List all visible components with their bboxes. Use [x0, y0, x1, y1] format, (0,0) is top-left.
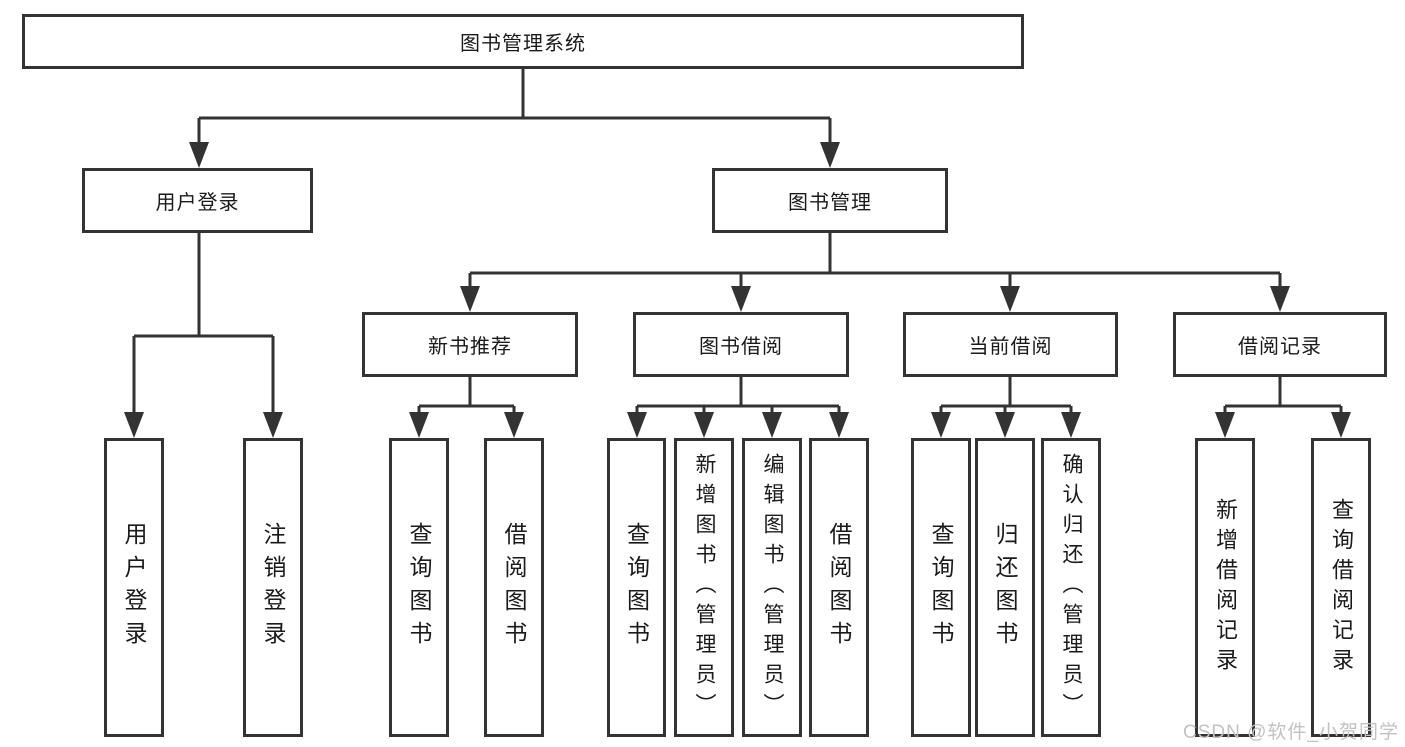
leaf-query-books-recommendation: 查询图书	[389, 438, 449, 737]
connector-book-borrow-to-leaves	[627, 377, 849, 438]
leaf-borrow-books-recommendation: 借阅图书	[484, 438, 544, 737]
connector-user-login-to-leaves	[124, 233, 283, 438]
connector-book-management-to-level3	[460, 233, 1290, 312]
node-book-management: 图书管理	[712, 168, 948, 233]
leaf-add-borrow-record: 新增借阅记录	[1195, 438, 1255, 737]
node-root-library-management-system: 图书管理系统	[22, 14, 1024, 69]
connector-root-to-level2	[189, 69, 840, 168]
csdn-watermark: CSDN @软件_小贺同学	[1183, 722, 1399, 743]
leaf-return-books: 归还图书	[975, 438, 1035, 737]
node-user-login: 用户登录	[82, 168, 313, 233]
leaf-add-books-admin: 新增图书（管理员）	[674, 438, 734, 737]
leaf-borrow-books: 借阅图书	[809, 438, 869, 737]
connector-new-book-rec-to-leaves	[409, 377, 524, 438]
leaf-confirm-return-admin: 确认归还（管理员）	[1041, 438, 1101, 737]
leaf-user-login: 用户登录	[104, 438, 164, 737]
node-borrowing-records: 借阅记录	[1173, 312, 1387, 377]
node-current-borrowing: 当前借阅	[903, 312, 1118, 377]
leaf-query-books-current: 查询图书	[911, 438, 971, 737]
leaf-query-books-borrowing: 查询图书	[607, 438, 666, 737]
connector-current-borrow-to-leaves	[931, 377, 1081, 438]
connector-borrow-records-to-leaves	[1215, 377, 1351, 438]
node-new-book-recommendation: 新书推荐	[362, 312, 578, 377]
node-book-borrowing: 图书借阅	[633, 312, 849, 377]
leaf-edit-books-admin: 编辑图书（管理员）	[742, 438, 802, 737]
leaf-query-borrow-record: 查询借阅记录	[1311, 438, 1371, 737]
leaf-logout: 注销登录	[243, 438, 303, 737]
